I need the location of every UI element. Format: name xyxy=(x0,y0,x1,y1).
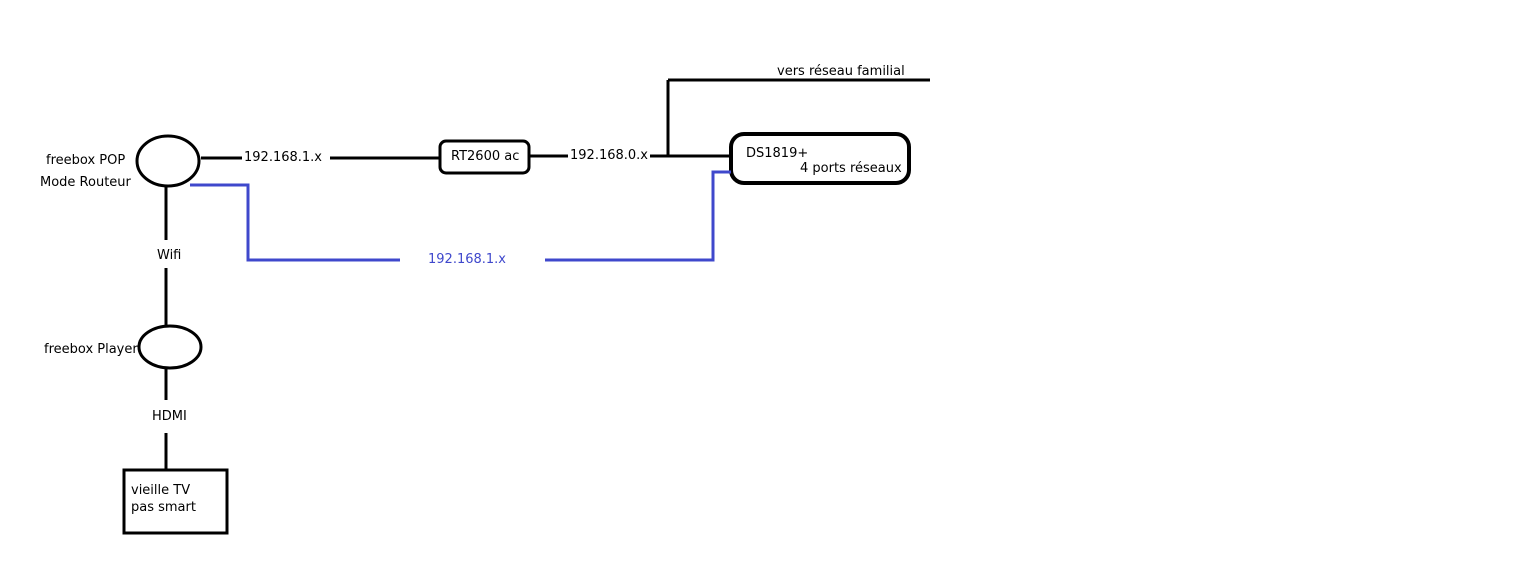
freebox-pop-label-line1: freebox POP xyxy=(46,153,126,168)
nas-label-line2: 4 ports réseaux xyxy=(800,161,902,176)
freebox-pop-node xyxy=(135,134,201,188)
tv-label-line2: pas smart xyxy=(131,500,196,515)
family-network-label: vers réseau familial xyxy=(777,64,905,79)
freebox-player-node xyxy=(137,324,203,370)
pop-nas-link-left xyxy=(190,183,400,262)
wifi-link-label: Wifi xyxy=(157,248,182,263)
pop-nas-link-label: 192.168.1.x xyxy=(428,252,506,267)
pop-nas-link-right xyxy=(545,170,731,262)
pop-router-link-label: 192.168.1.x xyxy=(244,150,322,165)
router-nas-link-label: 192.168.0.x xyxy=(570,148,648,163)
hdmi-link-label: HDMI xyxy=(152,409,187,424)
router-label: RT2600 ac xyxy=(451,149,520,164)
nas-node xyxy=(729,132,911,185)
freebox-player-label: freebox Player xyxy=(44,342,138,357)
freebox-pop-label: freebox POP Mode Routeur xyxy=(40,152,140,191)
tv-node xyxy=(122,468,229,535)
freebox-pop-label-line2: Mode Routeur xyxy=(40,175,131,190)
nas-label-line1: DS1819+ xyxy=(746,146,809,161)
tv-label-line1: vieille TV xyxy=(131,483,191,498)
tv-label: vieille TV pas smart xyxy=(131,482,196,516)
